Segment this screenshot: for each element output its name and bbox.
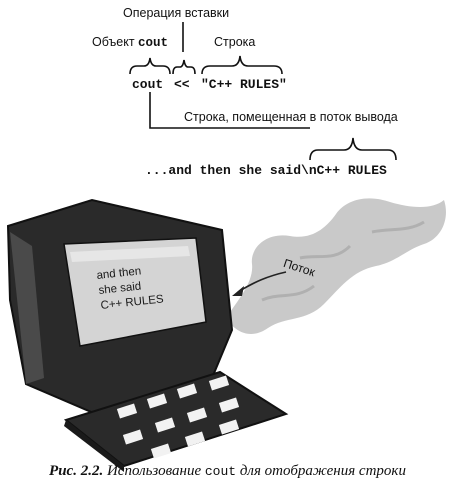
monitor-screen [63,237,207,347]
code-insertion-op: << [174,77,190,92]
caption-number: Рис. 2.2. [49,463,104,479]
caption-text-before: Использование [106,463,202,479]
output-connector [149,92,310,129]
cout-object-label-code: cout [138,36,169,50]
keyboard-keys [116,375,240,459]
stream-cloud [226,198,446,334]
stream-arrow-head [232,286,244,296]
op-brace [172,59,196,75]
cout-object-label-prefix: Объект [92,35,139,49]
output-stream-label: Строка, помещенная в поток вывода [184,110,398,124]
output-line: ...and then she said\nC++ RULES [145,163,387,178]
screen-glare [70,246,190,262]
caption-text-after: для отображения строки [239,463,406,479]
cout-brace [129,57,171,75]
string-label: Строка [214,35,256,49]
caption-code: cout [204,464,237,479]
keyboard-edge [64,420,124,472]
code-cout: cout [132,77,164,92]
monitor-side [10,232,44,384]
insertion-op-label: Операция вставки [123,6,230,20]
code-string-literal: "C++ RULES" [201,77,287,92]
figure-caption: Рис. 2.2. Использование cout для отображ… [0,463,455,480]
string-brace [201,55,283,75]
cout-object-label: Объект cout [92,35,168,50]
stream-cloud-texture [261,220,425,302]
output-brace [309,137,397,161]
keyboard-body [63,370,289,468]
